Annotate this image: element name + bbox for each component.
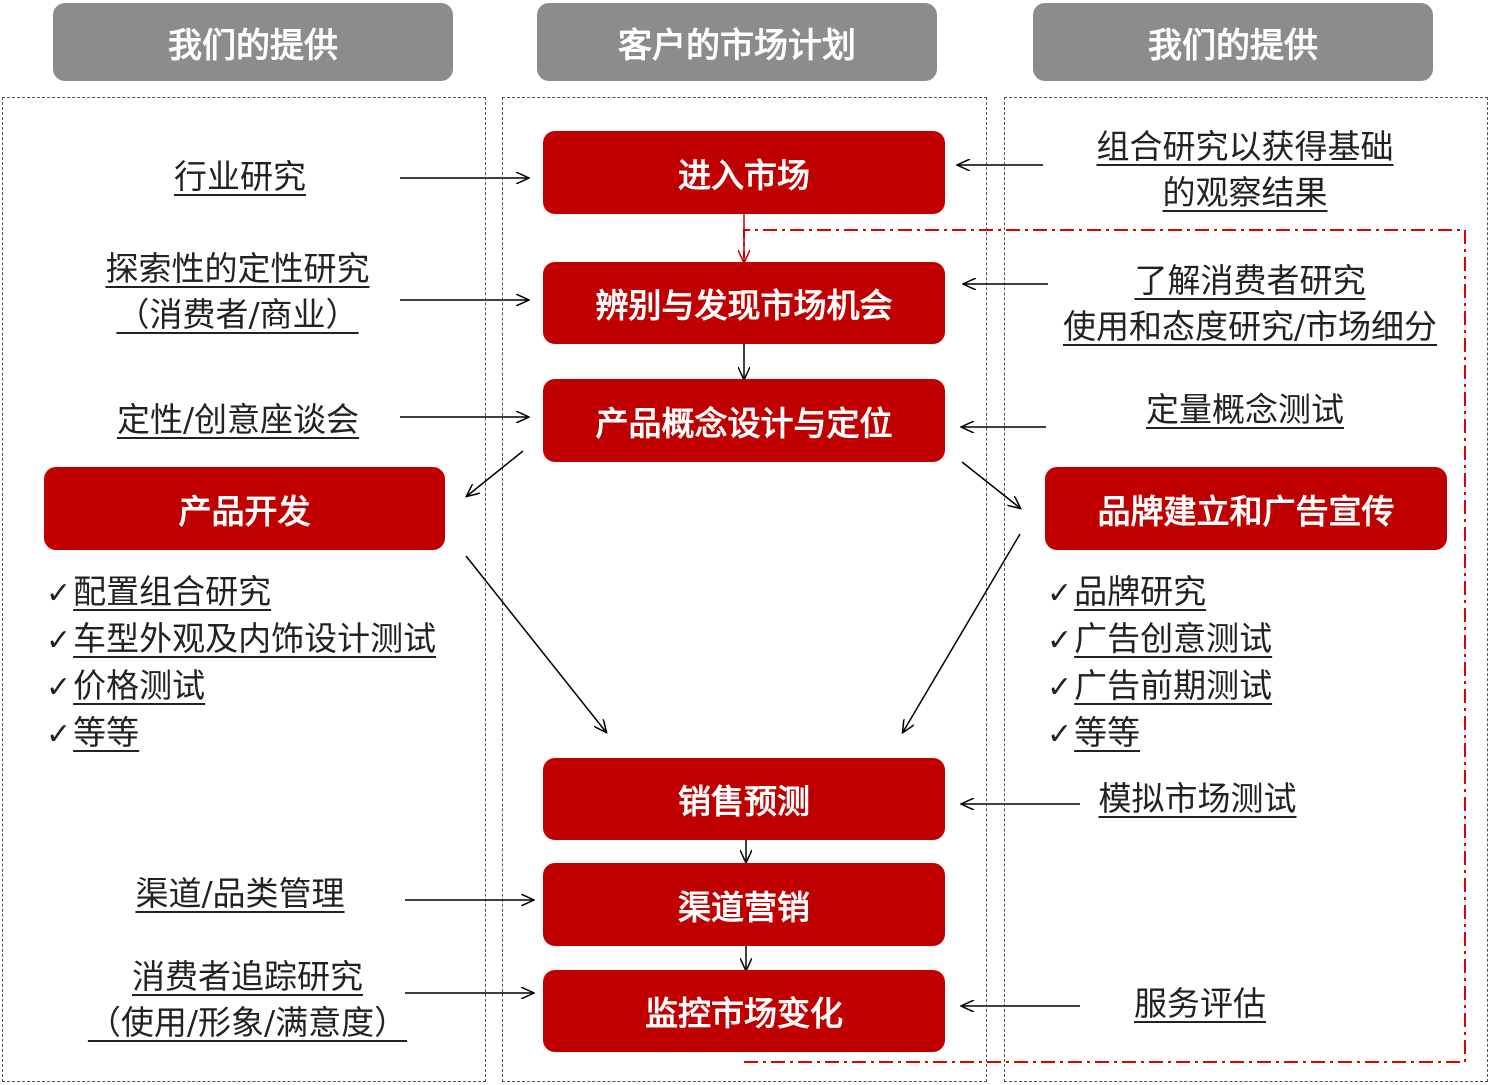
checklist-item: ✓广告前期测试	[1047, 666, 1273, 705]
checklist-item: ✓车型外观及内饰设计测试	[46, 619, 437, 658]
label-combo-research: 组合研究以获得基础 的观察结果	[1096, 127, 1394, 212]
label-service-eval: 服务评估	[1134, 984, 1266, 1023]
check-icon: ✓	[46, 576, 72, 611]
check-icon: ✓	[46, 670, 72, 705]
label-qual-workshop: 定性/创意座谈会	[116, 400, 360, 439]
label-channel-category: 渠道/品类管理	[135, 874, 345, 913]
label-simulated-market: 模拟市场测试	[1098, 779, 1297, 818]
header-client-plan: 客户的市场计划	[537, 3, 937, 81]
checklist-item: ✓配置组合研究	[46, 572, 272, 611]
checklist-item: ✓品牌研究	[1047, 572, 1207, 611]
step-sales-forecast: 销售预测	[543, 758, 945, 840]
step-channel-marketing: 渠道营销	[543, 863, 945, 946]
step-product-development: 产品开发	[44, 467, 445, 550]
label-quant-concept: 定量概念测试	[1146, 390, 1344, 429]
check-icon: ✓	[46, 623, 72, 658]
check-icon: ✓	[1047, 623, 1073, 658]
checklist-item: ✓广告创意测试	[1047, 619, 1273, 658]
step-monitor-market: 监控市场变化	[543, 970, 945, 1052]
check-icon: ✓	[1047, 670, 1073, 705]
label-consumer-tracking: 消费者追踪研究 （使用/形象/满意度）	[87, 957, 408, 1042]
step-brand-building: 品牌建立和广告宣传	[1045, 467, 1447, 550]
step-concept-design: 产品概念设计与定位	[543, 379, 945, 462]
label-exploratory-qual: 探索性的定性研究 （消费者/商业）	[105, 249, 370, 334]
product-dev-checklist: ✓配置组合研究 ✓车型外观及内饰设计测试 ✓价格测试 ✓等等	[46, 569, 436, 757]
check-icon: ✓	[1047, 576, 1073, 611]
check-icon: ✓	[46, 717, 72, 752]
checklist-item: ✓价格测试	[46, 666, 206, 705]
checklist-item: ✓等等	[1047, 713, 1141, 752]
step-identify-opportunity: 辨别与发现市场机会	[543, 262, 945, 344]
step-enter-market: 进入市场	[543, 131, 945, 214]
checklist-item: ✓等等	[46, 713, 140, 752]
label-consumer-understanding: 了解消费者研究 使用和态度研究/市场细分	[1062, 261, 1438, 346]
check-icon: ✓	[1047, 717, 1073, 752]
header-our-offer-left: 我们的提供	[53, 3, 453, 81]
header-our-offer-right: 我们的提供	[1033, 3, 1433, 81]
label-industry-research: 行业研究	[174, 157, 306, 196]
brand-checklist: ✓品牌研究 ✓广告创意测试 ✓广告前期测试 ✓等等	[1047, 569, 1272, 757]
